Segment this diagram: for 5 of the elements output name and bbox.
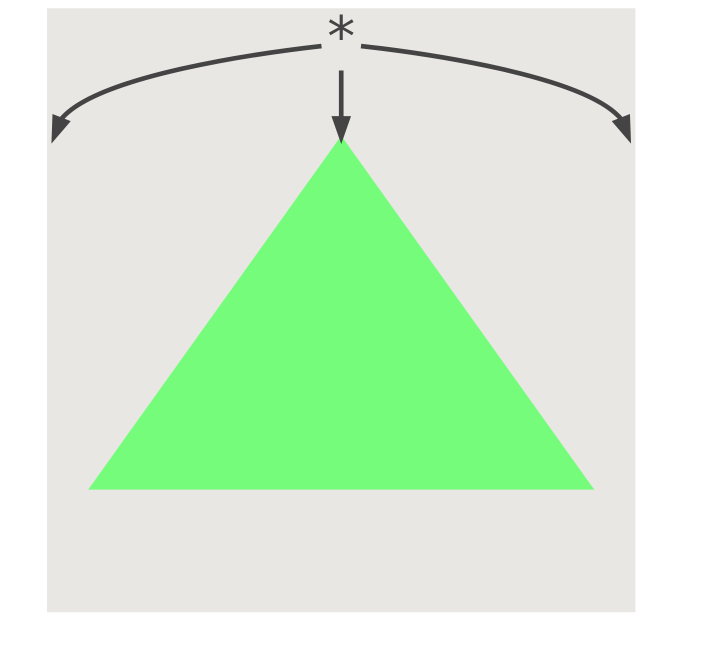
arrow <box>51 44 322 144</box>
node-text: * <box>327 5 356 70</box>
node-triangle <box>88 136 594 490</box>
arrow <box>331 70 352 144</box>
arrow <box>360 44 632 144</box>
